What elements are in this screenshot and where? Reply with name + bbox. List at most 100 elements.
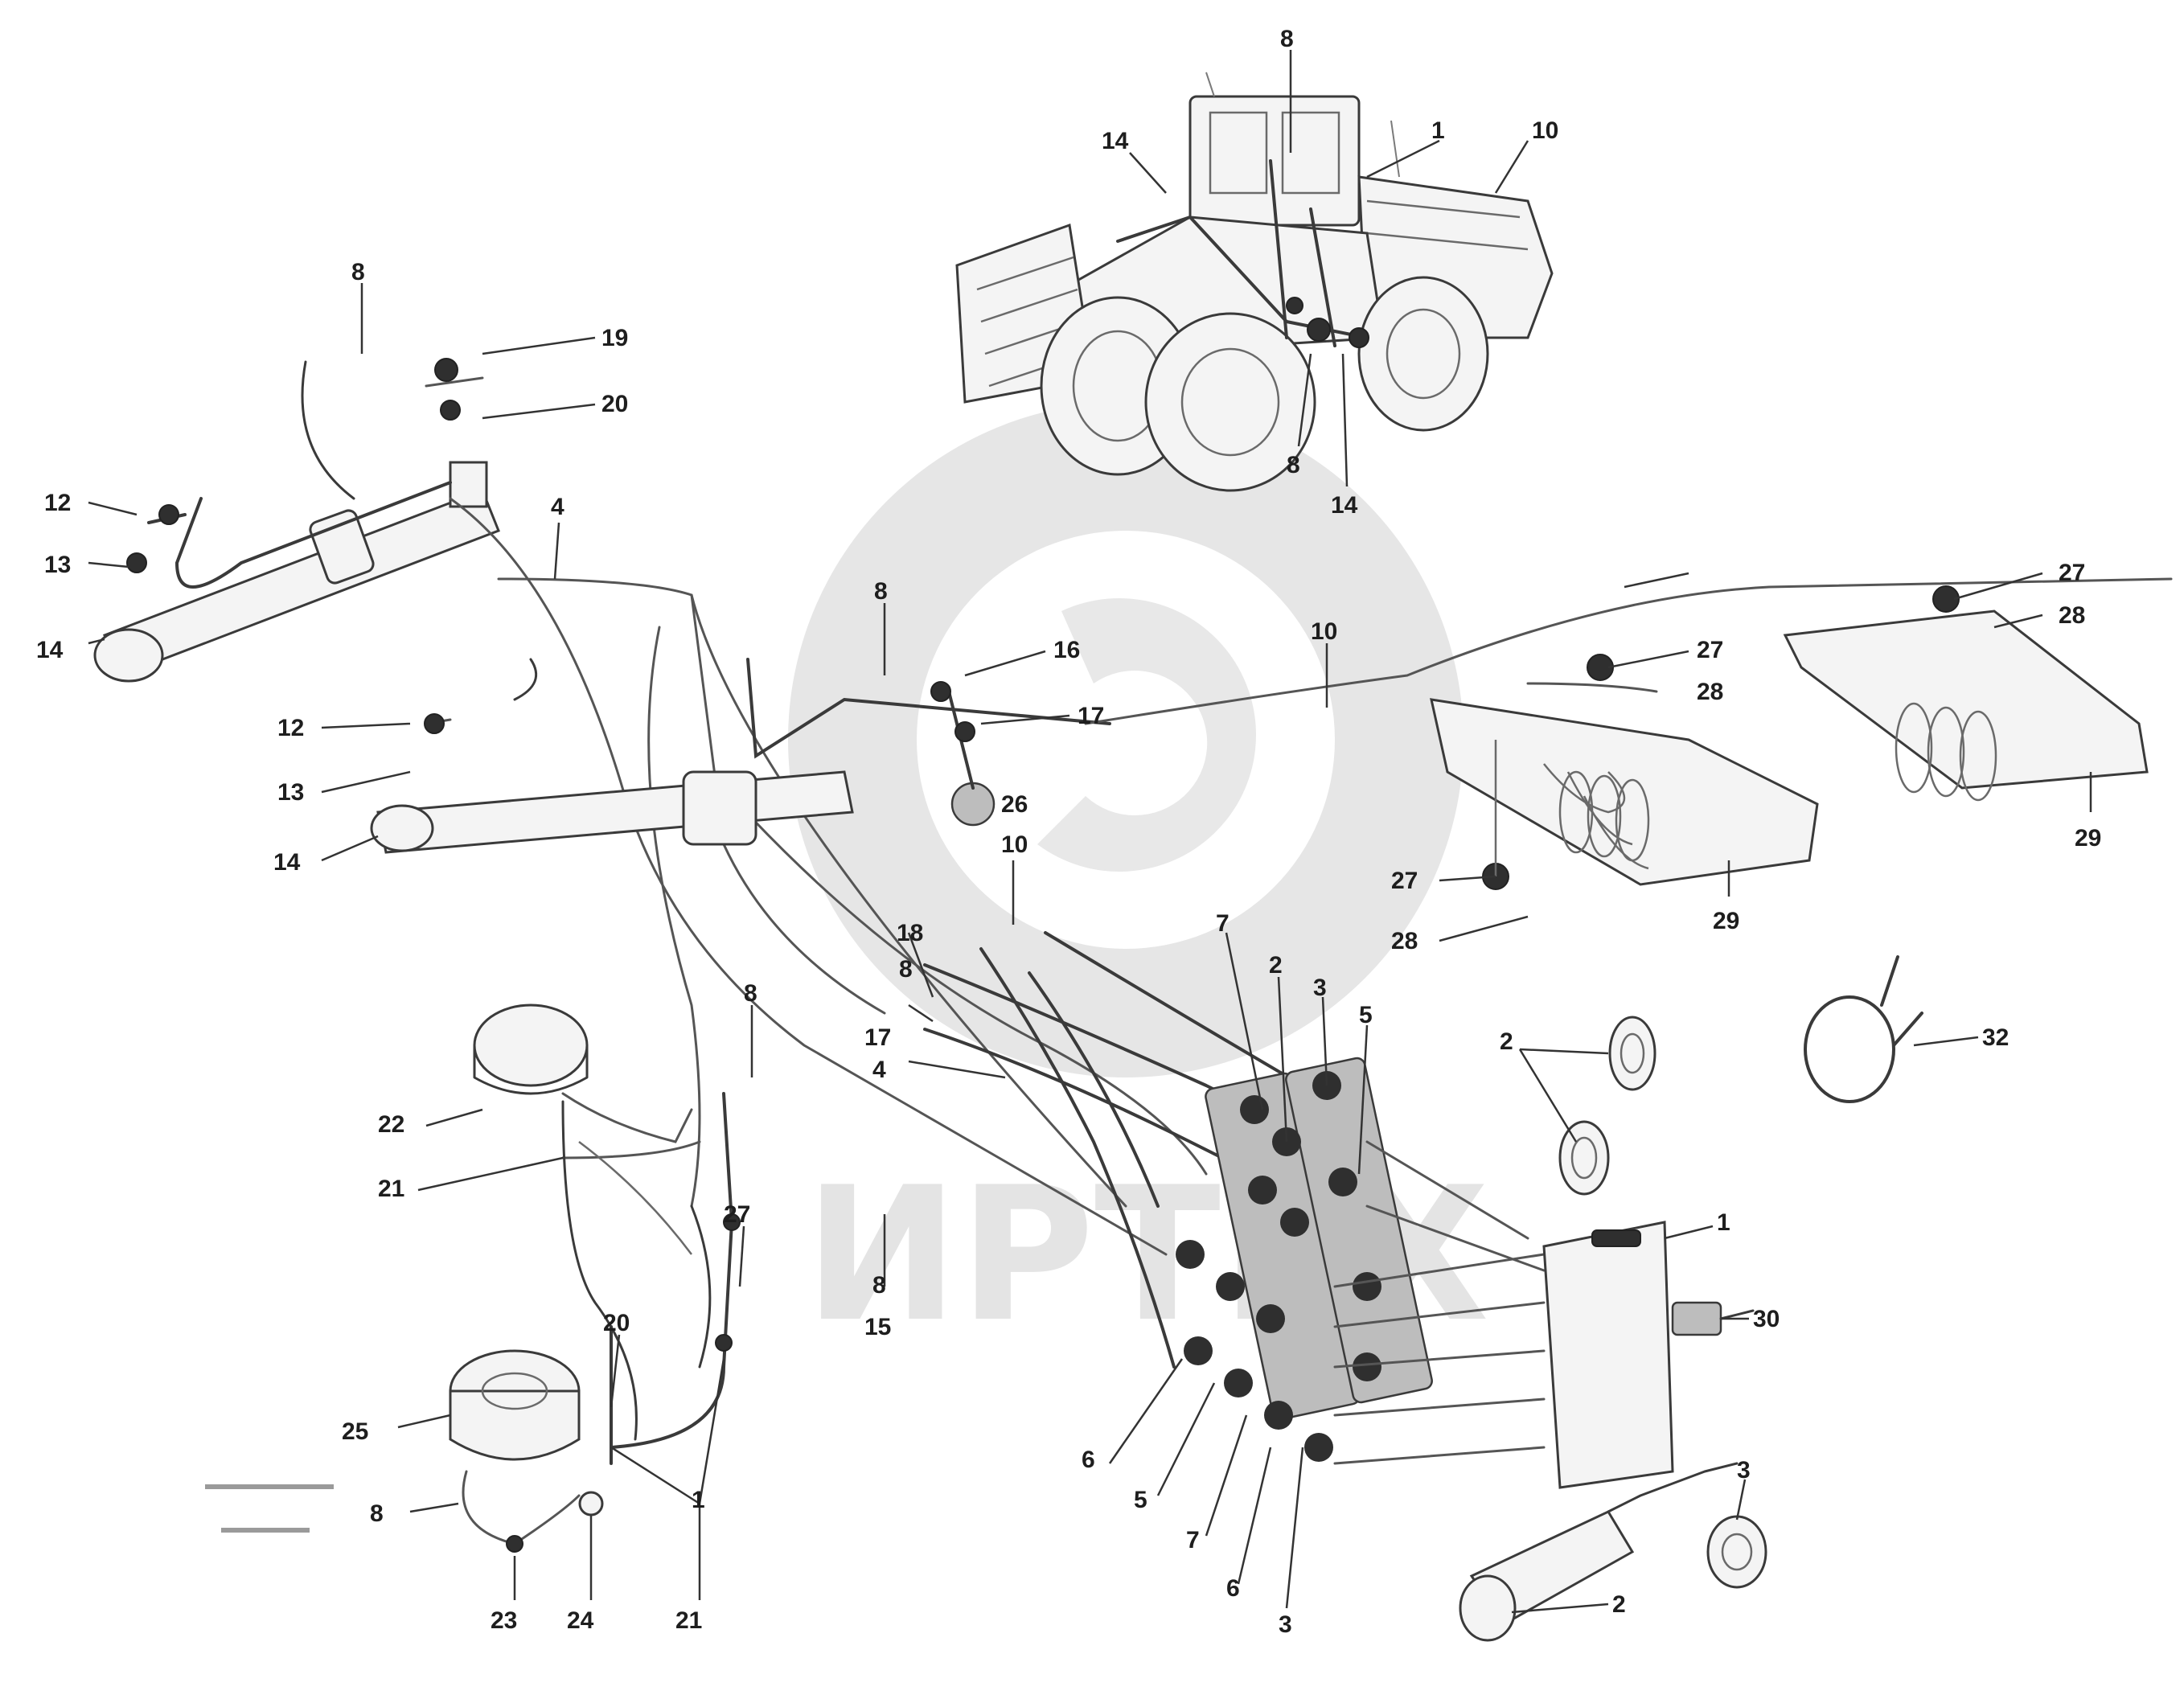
label-27-a: 27 bbox=[1697, 637, 1723, 663]
label-3-a: 3 bbox=[1313, 975, 1327, 1001]
label-10-mid: 10 bbox=[1311, 618, 1337, 645]
loop-hose bbox=[1804, 955, 1923, 1103]
label-22: 22 bbox=[378, 1111, 404, 1138]
hose-bundle-main bbox=[449, 497, 1208, 1256]
label-17-c: 17 bbox=[864, 1024, 891, 1051]
label-29-a: 29 bbox=[2075, 825, 2101, 852]
label-4-left: 4 bbox=[551, 494, 564, 520]
boom-cylinder-lower-block bbox=[682, 770, 757, 846]
loader-cab-window-right bbox=[1281, 111, 1340, 195]
label-4-c: 4 bbox=[872, 1057, 886, 1083]
boom-cylinder-upper bbox=[93, 358, 500, 683]
hydraulic-tank-outline-left bbox=[561, 1100, 638, 1441]
spring-mount-right-frame bbox=[1783, 609, 2149, 790]
coupling-upper-a bbox=[1608, 1016, 1656, 1091]
label-3-right: 3 bbox=[1737, 1457, 1751, 1484]
label-2-right: 2 bbox=[1500, 1028, 1513, 1055]
label-12-a: 12 bbox=[44, 490, 71, 516]
accumulator-upper bbox=[473, 1003, 701, 1159]
label-8-mach: 8 bbox=[1287, 452, 1300, 478]
label-13-a: 13 bbox=[44, 552, 71, 578]
label-8-c: 8 bbox=[899, 956, 913, 983]
label-16-mid: 16 bbox=[1053, 637, 1080, 663]
drawing-code bbox=[205, 1484, 334, 1533]
label-27-d: 27 bbox=[724, 1201, 750, 1228]
label-27-c: 27 bbox=[1391, 868, 1418, 894]
spring-mount-middle bbox=[1430, 654, 1819, 890]
label-28-b: 28 bbox=[2059, 602, 2085, 629]
watermark-swirl bbox=[1037, 598, 1256, 872]
label-3-b: 3 bbox=[1279, 1611, 1292, 1638]
boom-cylinder-lower-tube bbox=[376, 770, 854, 854]
label-21-low: 21 bbox=[675, 1607, 702, 1634]
label-28-c: 28 bbox=[1391, 928, 1418, 954]
label-5-a: 5 bbox=[1359, 1002, 1373, 1028]
label-6-b: 6 bbox=[1226, 1575, 1240, 1602]
label-25: 25 bbox=[342, 1418, 368, 1445]
loader-cab-window-left bbox=[1209, 111, 1268, 195]
label-20-low: 20 bbox=[603, 1310, 630, 1336]
label-29-b: 29 bbox=[1713, 908, 1739, 934]
hose-long-right-line bbox=[1084, 577, 2173, 725]
watermark: ИРТЕХ bbox=[788, 402, 1489, 1363]
wheel-loader-illustration bbox=[955, 72, 1554, 492]
label-26: 26 bbox=[1001, 791, 1028, 818]
label-10-top: 10 bbox=[1532, 117, 1558, 144]
coupling-lower-right bbox=[1706, 1515, 1767, 1589]
hose-main-d bbox=[647, 626, 701, 1208]
label-5-b: 5 bbox=[1134, 1487, 1147, 1513]
label-14-a: 14 bbox=[36, 637, 64, 663]
label-2-a: 2 bbox=[1269, 952, 1283, 979]
mounting-bracket-plate bbox=[1542, 1221, 1674, 1489]
label-8-top: 8 bbox=[1280, 26, 1294, 52]
loader-rear-wheel bbox=[1357, 276, 1489, 432]
label-8-left: 8 bbox=[351, 259, 365, 285]
accumulator-upper-body bbox=[473, 1003, 589, 1087]
hydraulic-tank bbox=[449, 1092, 741, 1553]
control-valve-stack bbox=[923, 931, 1546, 1465]
leader-lines bbox=[88, 50, 2092, 1614]
watermark-gear-hole bbox=[917, 531, 1335, 949]
label-14-b: 14 bbox=[273, 849, 301, 876]
label-28-a: 28 bbox=[1697, 679, 1723, 705]
label-15: 15 bbox=[864, 1314, 891, 1340]
quick-coupling-upper bbox=[1558, 1016, 1656, 1196]
valve-section-back bbox=[1285, 1057, 1433, 1404]
label-13-b: 13 bbox=[277, 779, 304, 806]
callout-labels: 8 1 10 14 8 14 8 19 20 12 13 14 4 12 13 … bbox=[36, 26, 2101, 1638]
quick-coupling-lower bbox=[1459, 1462, 1767, 1642]
label-20-left: 20 bbox=[601, 391, 628, 417]
label-1-right: 1 bbox=[1717, 1209, 1730, 1236]
label-8-low: 8 bbox=[370, 1500, 384, 1527]
label-12-b: 12 bbox=[277, 715, 304, 741]
label-8-d: 8 bbox=[744, 980, 757, 1007]
tank-body bbox=[449, 1389, 581, 1461]
loader-front-wheel-right bbox=[1144, 312, 1316, 492]
label-23: 23 bbox=[491, 1607, 517, 1634]
label-27-b: 27 bbox=[2059, 560, 2085, 586]
hose-main-b bbox=[497, 577, 886, 1015]
hose-main-e bbox=[722, 786, 1208, 1176]
label-21-left: 21 bbox=[378, 1176, 404, 1202]
mounting-bracket bbox=[1542, 1221, 1755, 1489]
spring-mount-middle-frame bbox=[1430, 698, 1819, 886]
label-8-e: 8 bbox=[872, 1272, 886, 1299]
label-7-b: 7 bbox=[1186, 1527, 1200, 1553]
label-10-c: 10 bbox=[1001, 831, 1028, 858]
label-1-low: 1 bbox=[692, 1487, 705, 1513]
boom-cylinder-upper-block bbox=[449, 461, 488, 508]
label-14-mach: 14 bbox=[1331, 492, 1358, 519]
label-24: 24 bbox=[567, 1607, 594, 1634]
coupling-upper-b bbox=[1558, 1120, 1610, 1196]
label-14-top: 14 bbox=[1102, 128, 1129, 154]
label-7-a: 7 bbox=[1216, 910, 1230, 937]
hose-long-right bbox=[1084, 577, 2173, 725]
label-30: 30 bbox=[1753, 1306, 1780, 1332]
boom-cylinder-upper-eye bbox=[93, 628, 164, 683]
label-32: 32 bbox=[1982, 1024, 2009, 1051]
label-1-top: 1 bbox=[1431, 117, 1445, 144]
hose-main-c bbox=[690, 593, 1127, 1208]
label-19-left: 19 bbox=[601, 325, 628, 351]
mounting-bracket-fitting bbox=[1671, 1301, 1722, 1336]
